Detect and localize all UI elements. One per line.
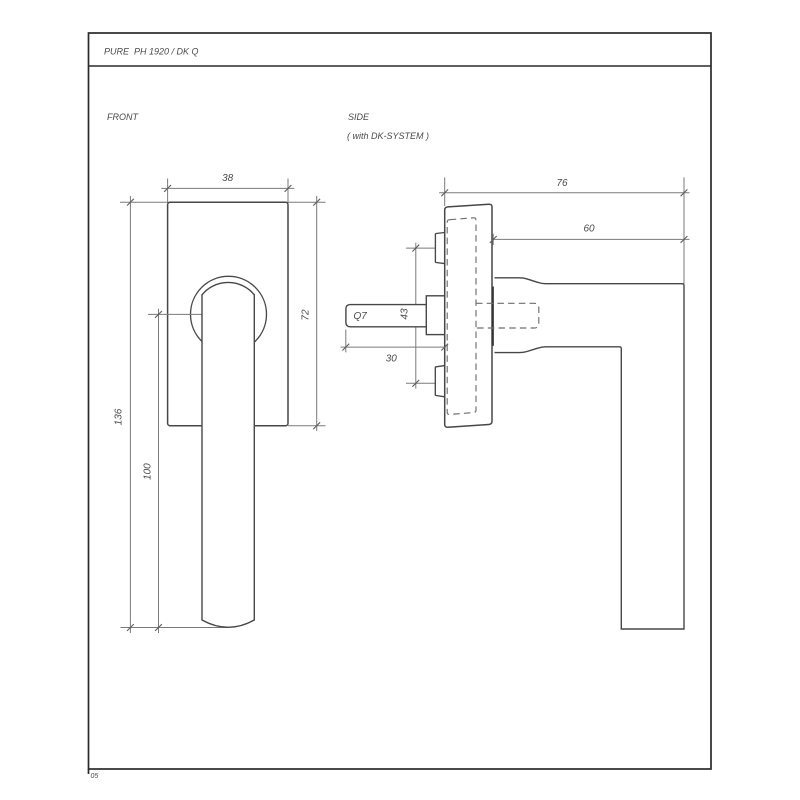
svg-text:43: 43 <box>400 308 411 320</box>
svg-text:100: 100 <box>143 463 154 480</box>
svg-text:38: 38 <box>222 173 234 184</box>
svg-text:PURE PH 1920 / DK Q: PURE PH 1920 / DK Q <box>104 47 199 57</box>
svg-text:72: 72 <box>300 309 311 321</box>
svg-text:30: 30 <box>386 354 398 365</box>
svg-text:( with DK-SYSTEM ): ( with DK-SYSTEM ) <box>347 131 429 141</box>
svg-text:05: 05 <box>91 773 99 780</box>
svg-text:SIDE: SIDE <box>348 112 370 122</box>
svg-text:Q7: Q7 <box>354 311 368 322</box>
svg-text:60: 60 <box>583 224 595 235</box>
svg-text:76: 76 <box>556 178 568 189</box>
svg-text:136: 136 <box>113 408 124 425</box>
svg-text:FRONT: FRONT <box>107 112 139 122</box>
